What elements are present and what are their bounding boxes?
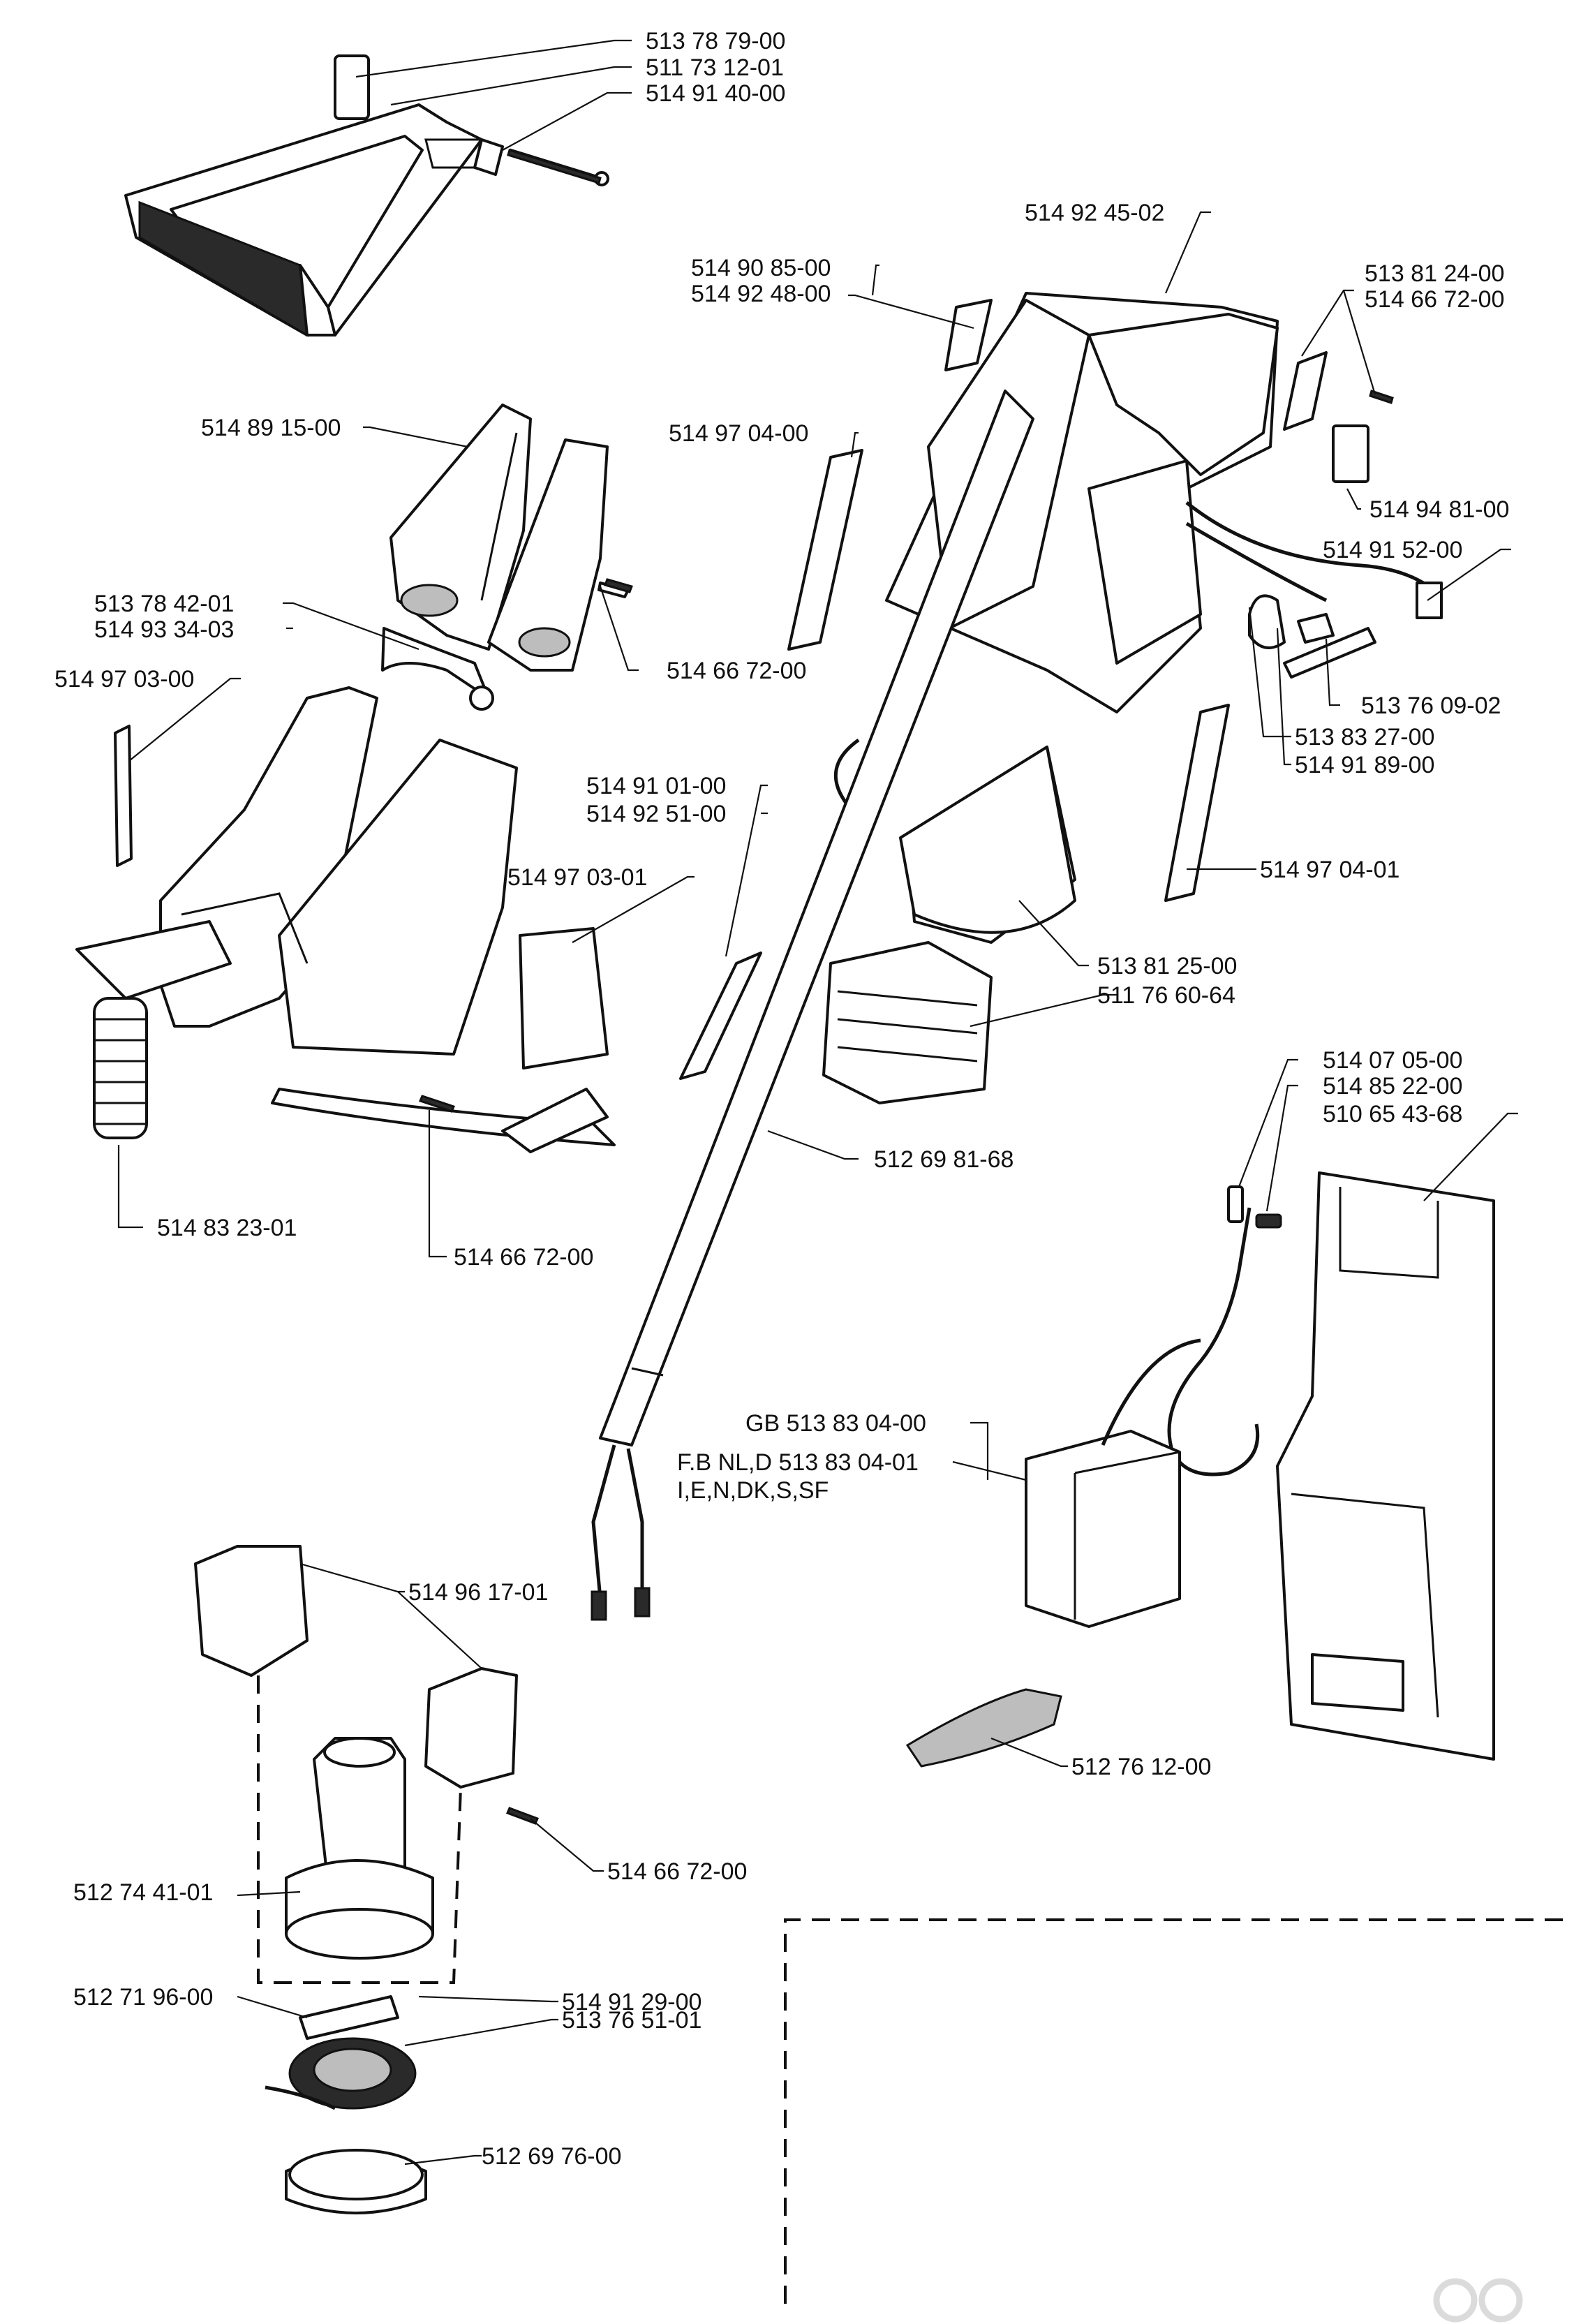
part-label: 514 66 72-00 bbox=[454, 1244, 593, 1271]
part-label: 511 76 60-64 bbox=[1097, 982, 1235, 1009]
part-label: 513 76 51-01 bbox=[562, 2007, 701, 2034]
motor-assembly bbox=[194, 1545, 518, 2214]
motor-housing-left bbox=[75, 686, 616, 1153]
part-label: 514 91 40-00 bbox=[646, 80, 785, 107]
battery-pack bbox=[1025, 1338, 1201, 1628]
part-label: 511 73 12-01 bbox=[646, 54, 784, 81]
part-label: 514 97 03-01 bbox=[507, 864, 647, 891]
handle-halves bbox=[389, 404, 630, 672]
part-label: GB 513 83 04-00 bbox=[745, 1410, 926, 1437]
part-label: 514 97 03-00 bbox=[54, 666, 194, 693]
part-label: 514 91 29-00 bbox=[562, 1989, 701, 2015]
leader-lines bbox=[117, 39, 1518, 2166]
label-plate bbox=[944, 299, 993, 371]
part-label: 513 78 79-00 bbox=[646, 28, 785, 54]
part-label: 514 85 22-00 bbox=[1323, 1073, 1462, 1100]
part-label: 514 92 45-02 bbox=[1025, 200, 1164, 226]
part-label: 514 91 89-00 bbox=[1295, 752, 1434, 778]
part-label: 513 81 24-00 bbox=[1365, 260, 1504, 287]
part-label: 513 76 09-02 bbox=[1361, 693, 1501, 719]
part-label: 510 65 43-68 bbox=[1323, 1101, 1462, 1127]
part-label: 514 97 04-00 bbox=[669, 420, 808, 447]
screw-part bbox=[604, 578, 633, 593]
part-label: 514 89 15-00 bbox=[201, 415, 341, 441]
part-label: F.B NL,D 513 83 04-01 bbox=[677, 1449, 919, 1476]
part-label: 513 83 27-00 bbox=[1295, 724, 1434, 750]
tube-clip bbox=[679, 952, 762, 1080]
dashed-frame bbox=[784, 1918, 1571, 2304]
shaft-tube bbox=[591, 390, 1034, 1621]
part-label: 512 69 76-00 bbox=[482, 2143, 621, 2170]
part-label: 513 81 25-00 bbox=[1097, 953, 1237, 979]
part-label: 512 74 41-01 bbox=[73, 1879, 213, 1906]
part-label: 514 94 81-00 bbox=[1369, 496, 1509, 523]
part-label: 514 92 51-00 bbox=[586, 801, 726, 827]
part-label: 512 76 12-00 bbox=[1071, 1754, 1211, 1780]
guard-frame-assembly bbox=[124, 54, 609, 337]
part-label: 512 69 81-68 bbox=[874, 1146, 1014, 1173]
battery-cells bbox=[822, 941, 993, 1104]
part-label: 514 97 04-01 bbox=[1260, 857, 1399, 883]
roller-part bbox=[93, 997, 148, 1139]
part-label: 514 96 17-01 bbox=[408, 1579, 548, 1606]
part-label: I,E,N,DK,S,SF bbox=[677, 1477, 829, 1504]
part-label: 514 91 52-00 bbox=[1323, 537, 1462, 563]
charger-base bbox=[1167, 1171, 1495, 1761]
screw-part bbox=[418, 1095, 456, 1113]
part-label: 512 71 96-00 bbox=[73, 1984, 213, 2011]
part-label: 514 83 23-01 bbox=[157, 1215, 297, 1241]
part-label: 514 93 34-03 bbox=[94, 616, 234, 643]
part-label: 513 78 42-01 bbox=[94, 591, 234, 617]
label-sticker-right bbox=[1164, 704, 1230, 902]
part-label: 514 07 05-00 bbox=[1323, 1047, 1462, 1074]
blade-part bbox=[905, 1688, 1062, 1768]
part-label: 514 91 01-00 bbox=[586, 773, 726, 799]
part-label: 514 66 72-00 bbox=[607, 1858, 747, 1885]
upper-housing-assembly bbox=[833, 292, 1439, 944]
switch-parts bbox=[1248, 351, 1443, 679]
part-label: 514 90 85-00 bbox=[691, 255, 831, 281]
part-label: 514 92 48-00 bbox=[691, 281, 831, 307]
part-label: 514 66 72-00 bbox=[1365, 286, 1504, 313]
label-strip-left bbox=[114, 725, 133, 867]
watermark-logo bbox=[1433, 2278, 1523, 2323]
screw-part bbox=[1369, 390, 1394, 404]
guard-half-right bbox=[519, 927, 609, 1070]
screw-part bbox=[507, 149, 602, 184]
part-label: 514 66 72-00 bbox=[667, 658, 806, 684]
